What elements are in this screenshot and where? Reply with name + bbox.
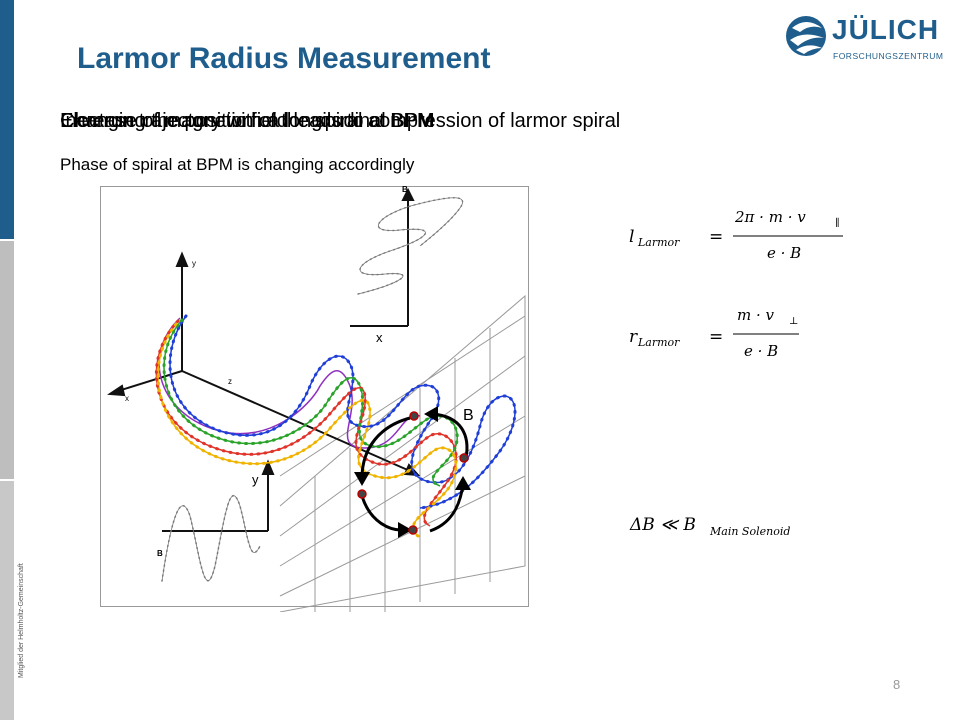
formula-r-lhs: r — [629, 327, 638, 347]
page-number: 8 — [893, 677, 901, 692]
body-subtitle: Phase of spiral at BPM is changing accor… — [60, 155, 415, 174]
formula-l-denominator: e · B — [767, 244, 801, 262]
main-axes — [107, 251, 421, 477]
formula-l-equals: = — [709, 227, 723, 247]
formula-delta-b-lhs: ΔB ≪ B — [629, 515, 696, 535]
left-bar-gray-segment — [0, 240, 14, 480]
formula-r-larmor: r Larmor = m · v ⊥ e · B — [629, 306, 799, 360]
bpm-markers — [357, 411, 469, 535]
left-bar-divider — [0, 239, 14, 241]
slide-title: Larmor Radius Measurement — [77, 42, 491, 75]
main-axis-z-label: z — [228, 377, 232, 386]
body-line-2: Increase of magnetic field leads to comp… — [60, 110, 621, 132]
top-inset-x-label: x — [376, 330, 383, 345]
juelich-logo-mark — [786, 16, 826, 56]
helmholtz-membership-note: Mitglied der Helmholtz-Gemeinschaft — [18, 563, 25, 678]
spiral-purple — [158, 317, 421, 449]
top-inset-axes — [350, 187, 415, 327]
logo-wordmark: JÜLICH — [832, 14, 940, 45]
formula-r-denominator: e · B — [744, 342, 778, 360]
formula-r-equals: = — [709, 327, 723, 347]
left-accent-bar — [0, 0, 14, 720]
formula-r-lhs-sub: Larmor — [637, 336, 680, 349]
body-line-1: Electron trajectory with a longitudinal … — [60, 110, 435, 132]
left-bar-blue-segment — [0, 0, 14, 240]
rotation-arrowheads — [354, 406, 471, 538]
spiral-blue — [169, 315, 516, 509]
top-inset-b-label: B — [402, 186, 408, 194]
left-bar-divider — [0, 479, 14, 481]
main-axis-y-label: y — [192, 259, 196, 268]
formula-l-lhs-sub: Larmor — [637, 236, 680, 249]
body-line-3: Changing the position of the spiral at B… — [60, 110, 434, 132]
formula-l-numerator-sub: ∥ — [835, 217, 840, 229]
bottom-inset-y-label: y — [252, 472, 259, 487]
field-b-label: B — [463, 407, 474, 424]
top-inset-wave-line — [357, 197, 463, 295]
formula-r-numerator-sub: ⊥ — [789, 316, 798, 327]
bottom-inset-wave-line — [161, 495, 261, 582]
formula-l-lhs: l — [629, 227, 634, 247]
main-axis-x-label: x — [125, 394, 129, 403]
formula-l-numerator: 2π · m · v — [734, 208, 806, 226]
formula-r-numerator: m · v — [737, 306, 775, 324]
formula-delta-b-sub: Main Solenoid — [709, 525, 790, 538]
spiral-dots — [154, 314, 517, 538]
bottom-inset-axes — [162, 459, 275, 532]
formula-delta-b: ΔB ≪ B Main Solenoid — [629, 515, 790, 538]
juelich-logo — [786, 16, 826, 56]
larmor-spiral-figure: y x z B x y B — [100, 186, 529, 612]
bottom-inset-b-label: B — [157, 549, 163, 558]
logo-subtitle: FORSCHUNGSZENTRUM — [833, 51, 944, 61]
formula-l-larmor: l Larmor = 2π · m · v ∥ e · B — [629, 208, 843, 262]
